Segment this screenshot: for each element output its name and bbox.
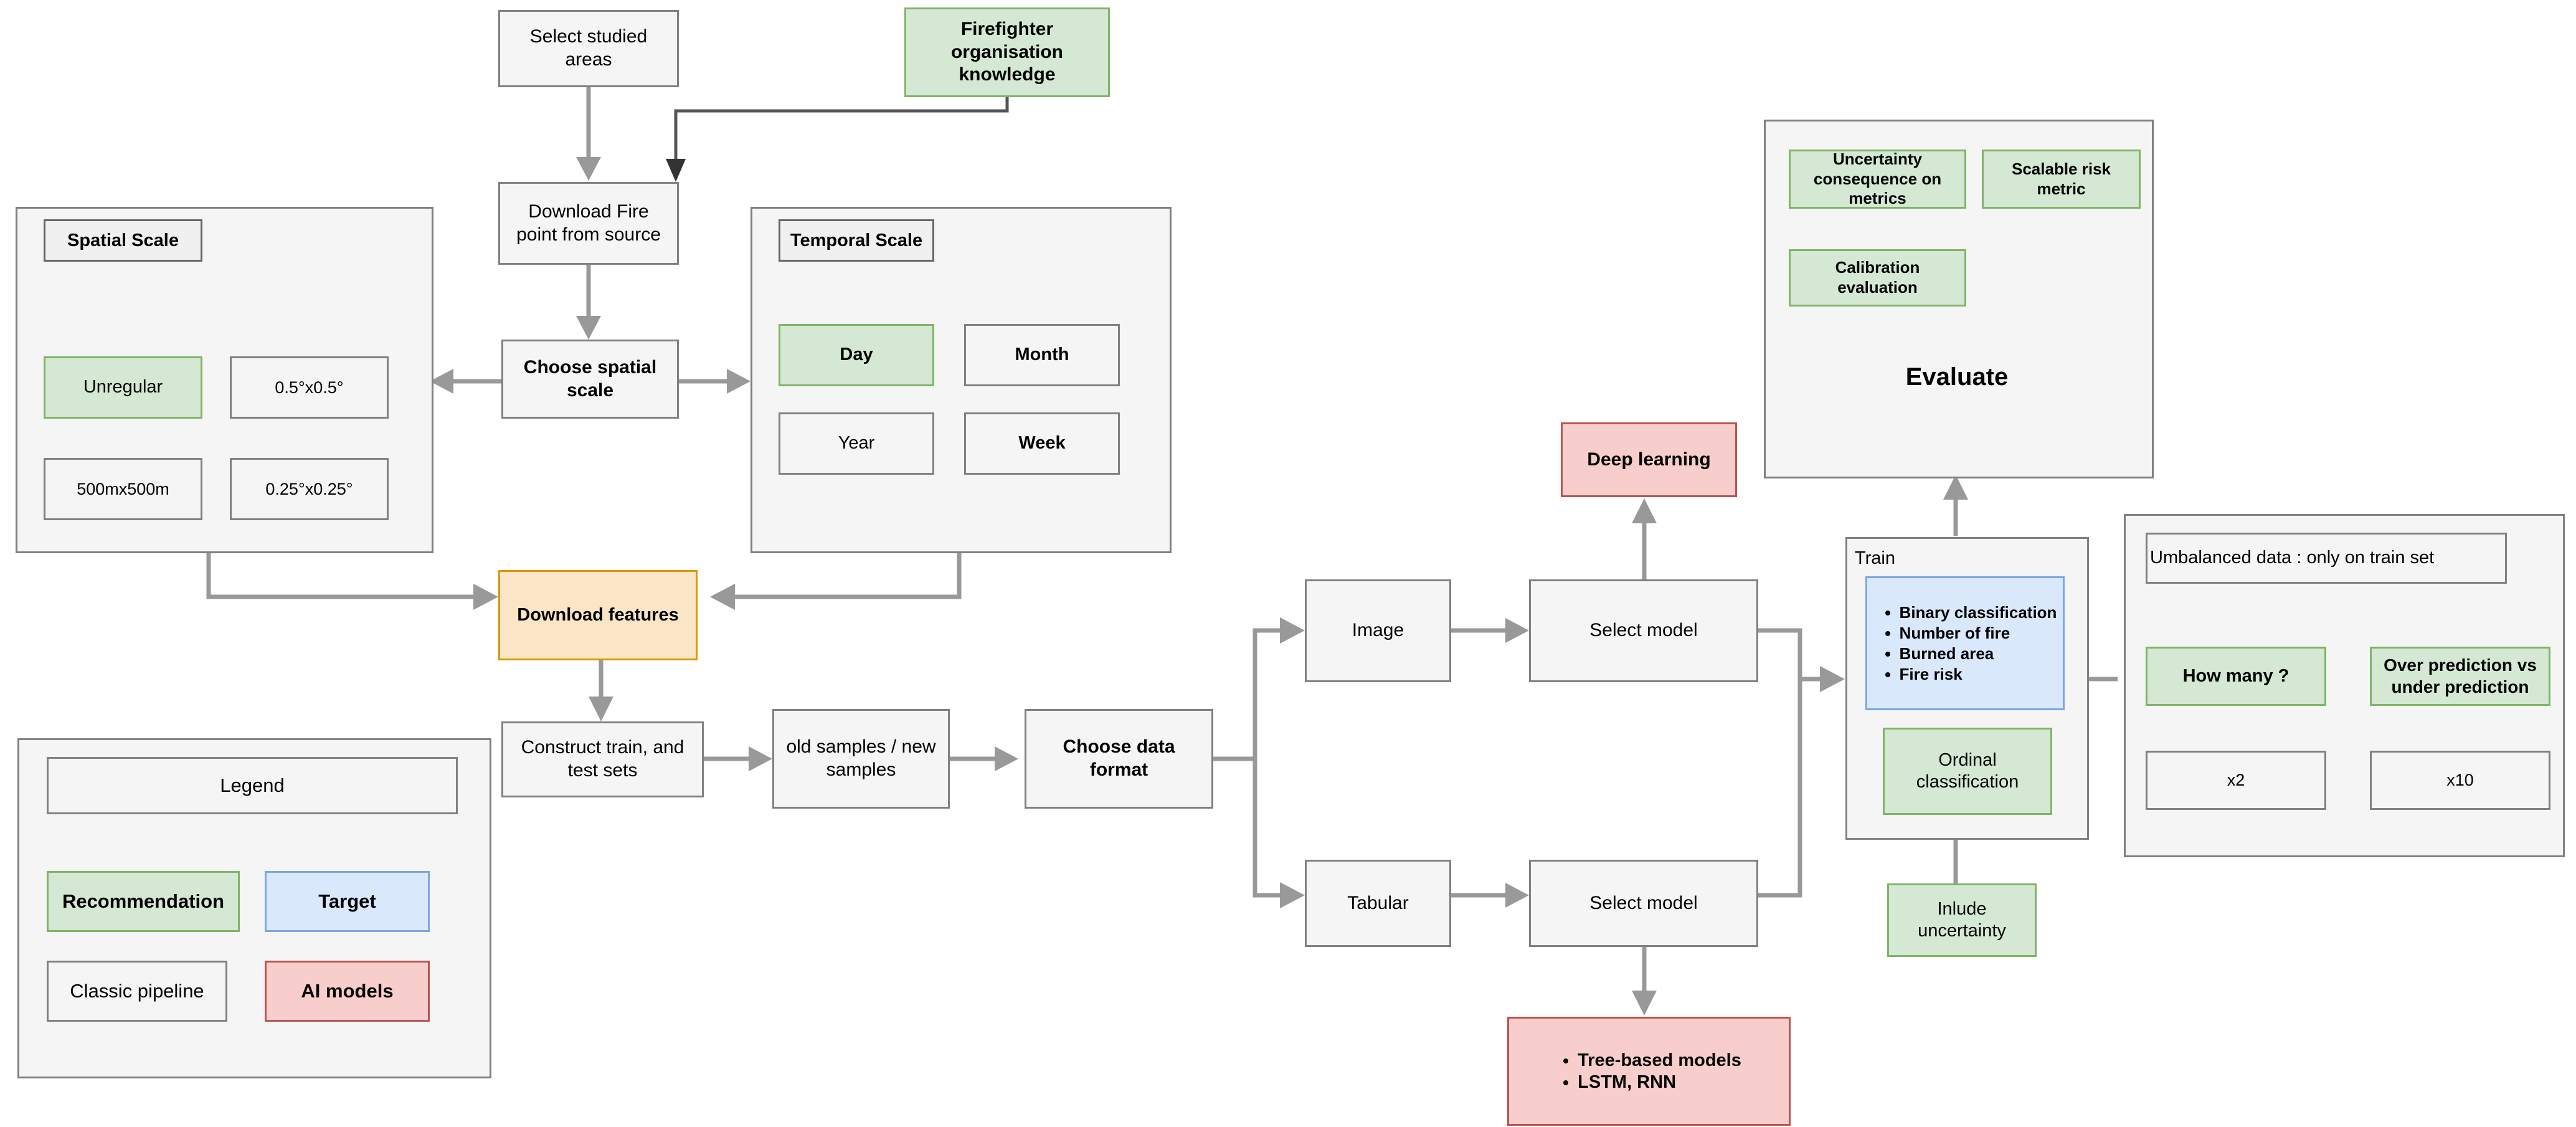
legend-item-classic-pipeline: Classic pipeline [47,961,227,1022]
node-tabular[interactable]: Tabular [1305,860,1451,947]
list-item: LSTM, RNN [1578,1072,1741,1093]
spatial-option-500m[interactable]: 500mx500m [44,458,202,520]
train-targets-list: Binary classification Number of fire Bur… [1873,602,2057,685]
node-label: Select model [1589,620,1698,641]
evaluate-title: Evaluate [1905,363,2009,391]
umbalanced-option-over-under-prediction[interactable]: Over prediction vs under prediction [2370,647,2550,706]
temporal-option-week[interactable]: Week [964,412,1120,475]
node-inlude-uncertainty[interactable]: Inlude uncertainty [1887,883,2037,957]
node-download-fire-point[interactable]: Download Fire point from source [498,182,679,265]
umbalanced-option-how-many[interactable]: How many ? [2146,647,2326,706]
node-label: Download features [517,604,679,625]
umbalanced-option-x10[interactable]: x10 [2370,751,2550,810]
evaluate-item-uncertainty: Uncertainty consequence on metrics [1789,150,1966,209]
node-label: Select studied areas [529,26,648,70]
umbalanced-option-x2[interactable]: x2 [2146,751,2326,810]
node-label: Tabular [1347,892,1409,913]
legend-item-ai-models: AI models [265,961,430,1022]
list-item: Number of fire [1900,624,2057,643]
node-download-features[interactable]: Download features [498,570,698,660]
train-targets: Binary classification Number of fire Bur… [1865,576,2065,710]
temporal-option-month[interactable]: Month [964,324,1120,386]
spatial-option-025deg[interactable]: 0.25°x0.25° [230,458,389,520]
spatial-option-unregular[interactable]: Unregular [44,356,202,419]
train-label: Train [1855,548,1895,568]
train-ordinal-classification: Ordinal classification [1883,728,2052,815]
legend-item-recommendation: Recommendation [47,871,240,932]
list-item: Burned area [1900,644,2057,663]
node-label: old samples / new samples [786,736,936,780]
node-tabular-models[interactable]: Tree-based models LSTM, RNN [1507,1017,1791,1126]
node-label: Choose spatial scale [523,356,657,401]
temporal-scale-label: Temporal Scale [779,219,934,262]
node-deep-learning[interactable]: Deep learning [1561,422,1737,497]
node-label: Select model [1589,892,1698,913]
node-select-model-image[interactable]: Select model [1529,579,1758,682]
node-construct-sets[interactable]: Construct train, and test sets [501,721,704,797]
list-item: Fire risk [1900,665,2057,684]
evaluate-item-scalable-risk: Scalable risk metric [1982,150,2141,209]
node-label: Deep learning [1587,449,1711,470]
legend-item-target: Target [265,871,430,932]
tabular-models-list: Tree-based models LSTM, RNN [1556,1049,1741,1094]
umbalanced-data-label: Umbalanced data : only on train set [2146,533,2507,584]
legend-title: Legend [47,757,458,814]
temporal-option-day[interactable]: Day [779,324,934,386]
node-image[interactable]: Image [1305,579,1451,682]
node-label: Firefighter organisation knowledge [950,19,1063,85]
node-label: Image [1352,620,1404,641]
temporal-option-year[interactable]: Year [779,412,934,475]
node-choose-data-format[interactable]: Choose data format [1025,709,1213,809]
node-firefighter-knowledge[interactable]: Firefighter organisation knowledge [904,7,1110,97]
node-label: Inlude uncertainty [1918,898,2006,941]
node-samples[interactable]: old samples / new samples [772,709,950,809]
node-choose-spatial-scale[interactable]: Choose spatial scale [501,340,679,419]
spatial-option-05deg[interactable]: 0.5°x0.5° [230,356,389,419]
evaluate-item-calibration: Calibration evaluation [1789,249,1966,307]
node-select-studied-areas[interactable]: Select studied areas [498,10,679,87]
node-label: Construct train, and test sets [521,737,684,781]
list-item: Tree-based models [1578,1050,1741,1071]
node-label: Download Fire point from source [516,201,661,245]
list-item: Binary classification [1900,603,2057,622]
node-label: Choose data format [1063,736,1175,780]
spatial-scale-label: Spatial Scale [44,219,202,262]
node-select-model-tabular[interactable]: Select model [1529,860,1758,947]
